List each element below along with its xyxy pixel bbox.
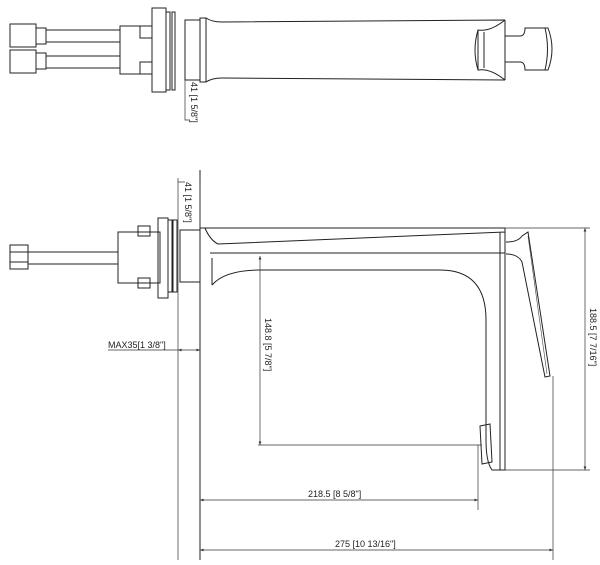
dim-side-width: 41 [1 5/8"]: [183, 182, 193, 223]
hoses: [46, 29, 120, 69]
hose-nut-top: [9, 23, 37, 48]
sleeve: [184, 19, 201, 81]
aerator-side: [479, 423, 493, 465]
aerator: [474, 19, 506, 81]
mounting-flange: [151, 7, 167, 93]
side-view: 41 [1 5/8"] MAX35[1 3/8"] 148.8 [5 7/8"]…: [9, 170, 598, 560]
hose-nut-bottom: [9, 49, 37, 74]
sleeve-side: [179, 229, 201, 283]
valve-body-side: [117, 231, 161, 284]
hose-side: [28, 251, 118, 265]
dim-spout-height: 148.8 [5 7/8"]: [263, 318, 273, 371]
dim-top-width: 41 [1 5/8"]: [189, 82, 199, 123]
valve-body: [119, 25, 153, 75]
spout-top: [205, 17, 506, 83]
dim-spout-reach: 218.5 [8 5/8"]: [308, 489, 361, 499]
handle-top: [505, 27, 553, 71]
lever-handle: [505, 231, 551, 378]
dim-max-thickness: MAX35[1 3/8"]: [108, 340, 166, 350]
spout-body: [200, 227, 506, 471]
dim-total-height: 188.5 [7 7/16"]: [588, 308, 598, 366]
top-view: 41 [1 5/8"]: [9, 7, 553, 123]
dim-total-length: 275 [10 13/16"]: [335, 539, 396, 549]
hose-nut-side: [9, 244, 29, 270]
